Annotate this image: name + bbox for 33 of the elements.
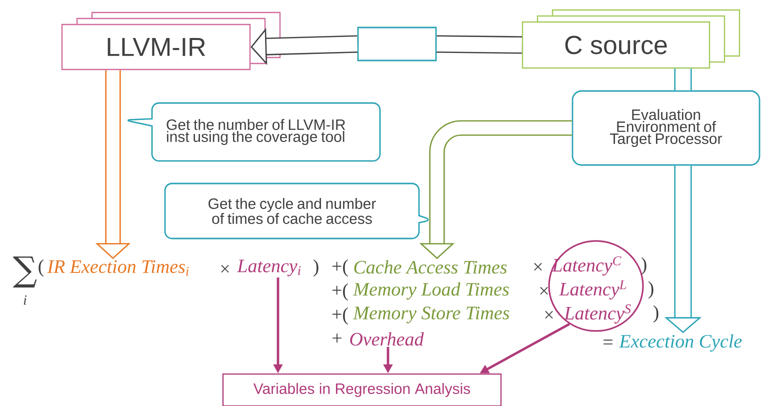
formula-operator: ( xyxy=(38,259,44,277)
document-stack: C source xyxy=(522,9,740,69)
formula-term: Excection Cycle xyxy=(618,334,742,352)
formula-term: Latency$^{S}$ xyxy=(564,304,631,324)
process-box: Evaluation Environment of Target Processor xyxy=(572,90,760,166)
formula-operator: × xyxy=(221,264,229,273)
process-box xyxy=(357,26,437,62)
formula-operator: + xyxy=(332,334,342,342)
formula-operator: × xyxy=(545,310,553,319)
arrow xyxy=(674,68,692,90)
formula-operator: ) xyxy=(641,257,646,275)
formula-term: Cache Access Times xyxy=(354,260,507,274)
formula-operator: × xyxy=(540,286,548,295)
formula-term: IR Exection Times$_{i}$ xyxy=(47,260,189,276)
callout-box: Get the cycle and number of times of cache access xyxy=(164,182,429,240)
result-box: Variables in Regression Analysis xyxy=(222,373,502,406)
summation-sign: ∑ xyxy=(13,256,37,288)
formula-term: Latency$_{i}$ xyxy=(236,260,301,276)
index-label: i xyxy=(24,295,27,305)
formula-operator: +( xyxy=(332,259,348,277)
callout-box: Get the number of LLVM-IR inst using the coverage tool xyxy=(127,102,381,162)
formula-term: Overhead xyxy=(350,332,424,346)
formula-operator: ) xyxy=(648,281,654,299)
formula-term: Latency$^{L}$ xyxy=(558,280,626,300)
document-stack: LLVM-IR xyxy=(61,12,281,70)
formula-term: Memory Load Times xyxy=(352,282,509,300)
formula-operator: +( xyxy=(332,307,348,325)
formula-operator: × xyxy=(534,262,542,271)
formula-term: Memory Store Times xyxy=(352,306,510,324)
formula-operator: ) xyxy=(313,259,318,277)
formula-operator: ) xyxy=(653,305,658,323)
formula-operator: +( xyxy=(332,283,348,301)
formula-operator: = xyxy=(604,340,612,344)
